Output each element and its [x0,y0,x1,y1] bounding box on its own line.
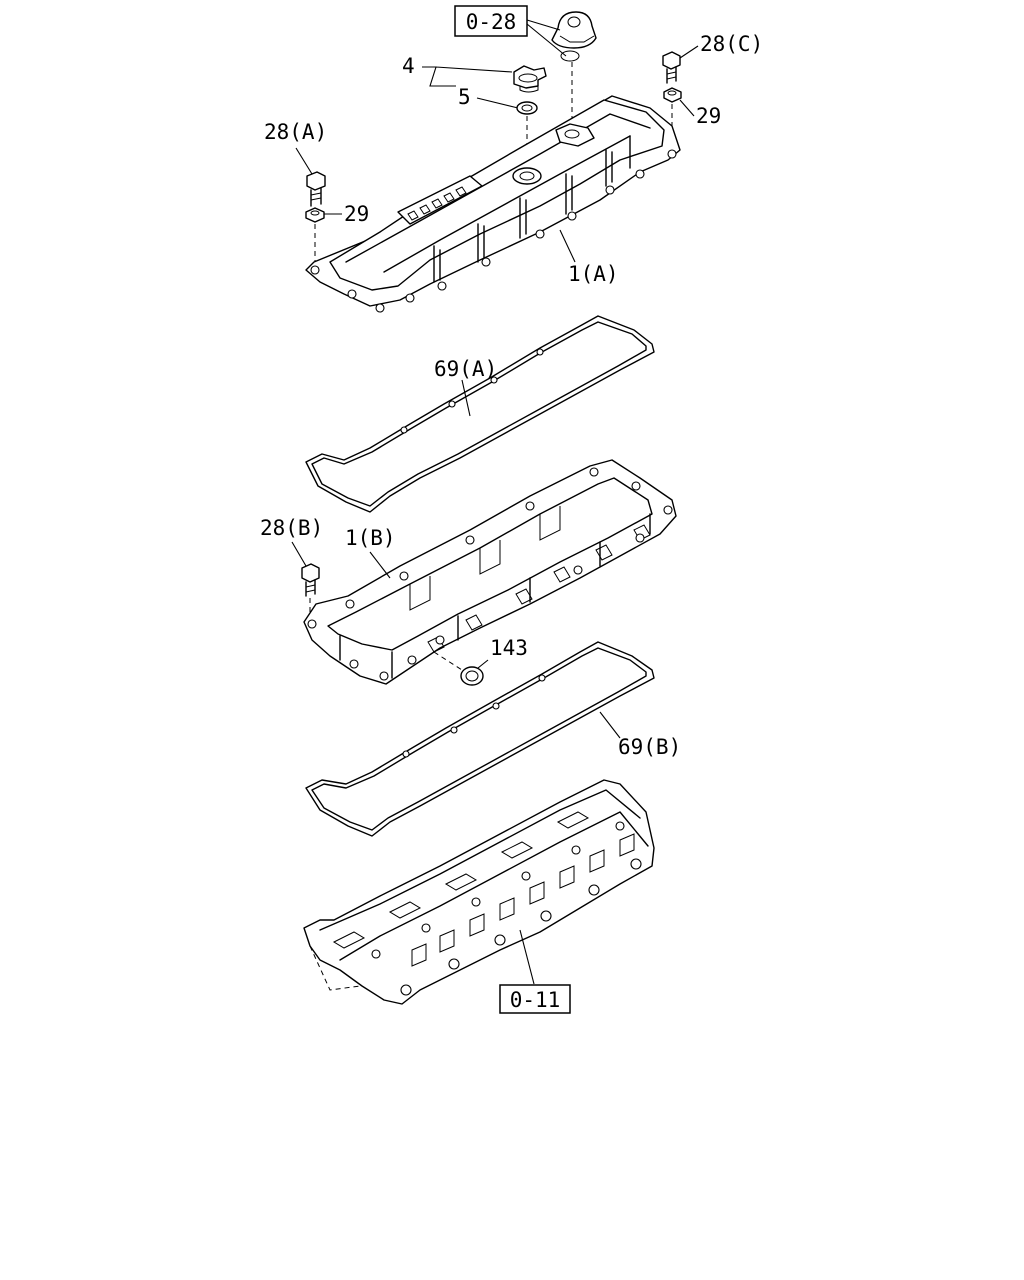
leader-4 [422,66,513,87]
bolt-28c [662,51,681,84]
label-143[interactable]: 143 [490,636,528,660]
ref-box-0-28[interactable]: 0-28 [454,5,528,37]
leader-28c [679,45,699,59]
seal-ring-5 [516,101,538,115]
axis-seal [433,651,463,671]
leader-143 [477,659,489,669]
label-4[interactable]: 4 [402,54,415,78]
gasket-69b [305,641,655,837]
ref-label-0-11: 0-11 [510,988,561,1012]
label-69a[interactable]: 69(A) [434,357,497,381]
label-29-right[interactable]: 29 [696,104,721,128]
leader-69a [461,379,471,417]
leader-1a [559,229,576,263]
oil-filler-cap [513,65,547,93]
leader-1b [369,551,391,579]
ref-label-0-28: 0-28 [466,10,517,34]
washer-29-right [663,87,682,103]
head-cover-1a [305,95,681,313]
bolt-28b [301,563,320,597]
breather-part [551,11,597,62]
ref-box-0-11[interactable]: 0-11 [499,984,571,1014]
cylinder-head-part [303,779,655,1005]
label-5[interactable]: 5 [458,85,471,109]
label-29-left[interactable]: 29 [344,202,369,226]
seal-143 [460,666,484,686]
label-28a[interactable]: 28(A) [264,120,327,144]
brand-emblem [397,175,483,225]
leader-5 [476,97,519,109]
bolt-28a [306,171,326,207]
leader-69b [599,711,621,739]
label-69b[interactable]: 69(B) [618,735,681,759]
gasket-69a [305,315,655,513]
label-1b[interactable]: 1(B) [345,526,396,550]
label-28b[interactable]: 28(B) [260,516,323,540]
head-cover-1b [303,459,677,685]
leader-29-right [679,99,695,117]
leader-28b [291,541,307,567]
leader-28a [295,147,313,175]
label-1a[interactable]: 1(A) [568,262,619,286]
washer-29-left [305,207,325,223]
leader-0-11 [519,929,535,985]
leader-0-28 [526,19,567,57]
label-28c[interactable]: 28(C) [700,32,763,56]
